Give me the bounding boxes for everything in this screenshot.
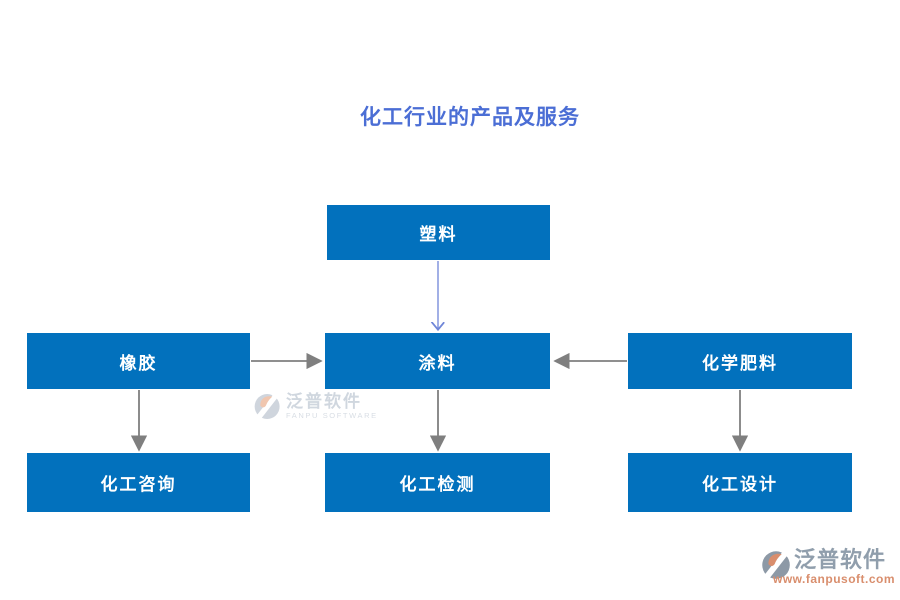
node-consulting-label: 化工咨询 xyxy=(100,475,177,494)
fanpu-logo-icon xyxy=(761,547,792,585)
watermark-center: 泛普软件 FANPU SOFTWARE xyxy=(253,391,378,422)
fanpu-logo-icon xyxy=(253,391,283,422)
node-design: 化工设计 xyxy=(628,453,852,512)
footer-logo: 泛普软件 www.fanpusoft.com xyxy=(761,547,895,586)
node-testing-label: 化工检测 xyxy=(399,475,476,494)
footer-logo-text: 泛普软件 www.fanpusoft.com xyxy=(773,547,895,586)
node-coating: 涂料 xyxy=(325,333,550,389)
node-fertilizer-label: 化学肥料 xyxy=(702,353,778,373)
watermark-subtitle: FANPU SOFTWARE xyxy=(286,411,378,420)
node-coating-label: 涂料 xyxy=(418,353,457,373)
footer-logo-url: www.fanpusoft.com xyxy=(773,572,896,586)
node-plastic-label: 塑料 xyxy=(419,225,458,244)
node-rubber-label: 橡胶 xyxy=(119,353,158,373)
node-fertilizer: 化学肥料 xyxy=(628,333,852,389)
watermark-brand: 泛普软件 xyxy=(286,392,362,411)
node-rubber: 橡胶 xyxy=(27,333,250,389)
node-design-label: 化工设计 xyxy=(702,475,778,494)
node-testing: 化工检测 xyxy=(325,453,550,512)
node-consulting: 化工咨询 xyxy=(27,453,250,512)
node-plastic: 塑料 xyxy=(327,205,550,260)
watermark-text: 泛普软件 FANPU SOFTWARE xyxy=(286,392,378,421)
page-title: 化工行业的产品及服务 xyxy=(360,106,580,129)
footer-logo-brand: 泛普软件 xyxy=(794,547,887,572)
